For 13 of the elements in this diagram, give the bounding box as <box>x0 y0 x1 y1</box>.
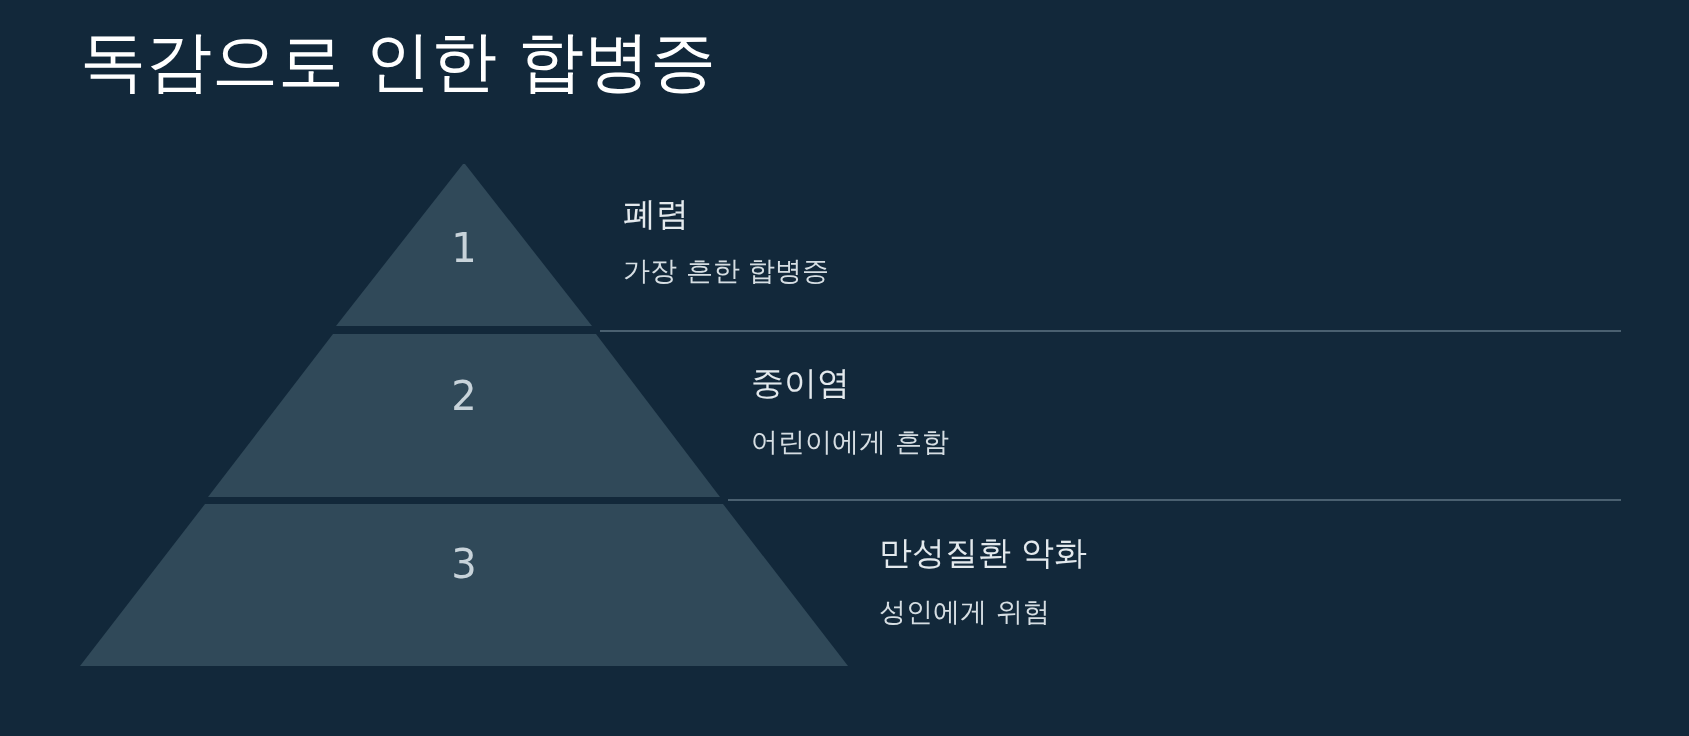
layer-number: 2 <box>450 373 478 419</box>
layer-description: 어린이에게 흔함 <box>751 425 949 459</box>
layer-heading: 중이염 <box>751 363 850 403</box>
layer-number: 3 <box>450 541 478 587</box>
layer-description: 성인에게 위험 <box>879 595 1050 629</box>
pyramid-layer <box>80 504 848 666</box>
pyramid-top-triangle <box>336 164 592 326</box>
layer-heading: 폐렴 <box>623 194 689 234</box>
pyramid-layer <box>208 334 720 497</box>
layer-number: 1 <box>450 225 478 271</box>
layer-description: 가장 흔한 합병증 <box>623 254 830 288</box>
layer-heading: 만성질환 악화 <box>879 533 1088 573</box>
title: 독감으로 인한 합병증 <box>80 22 716 102</box>
